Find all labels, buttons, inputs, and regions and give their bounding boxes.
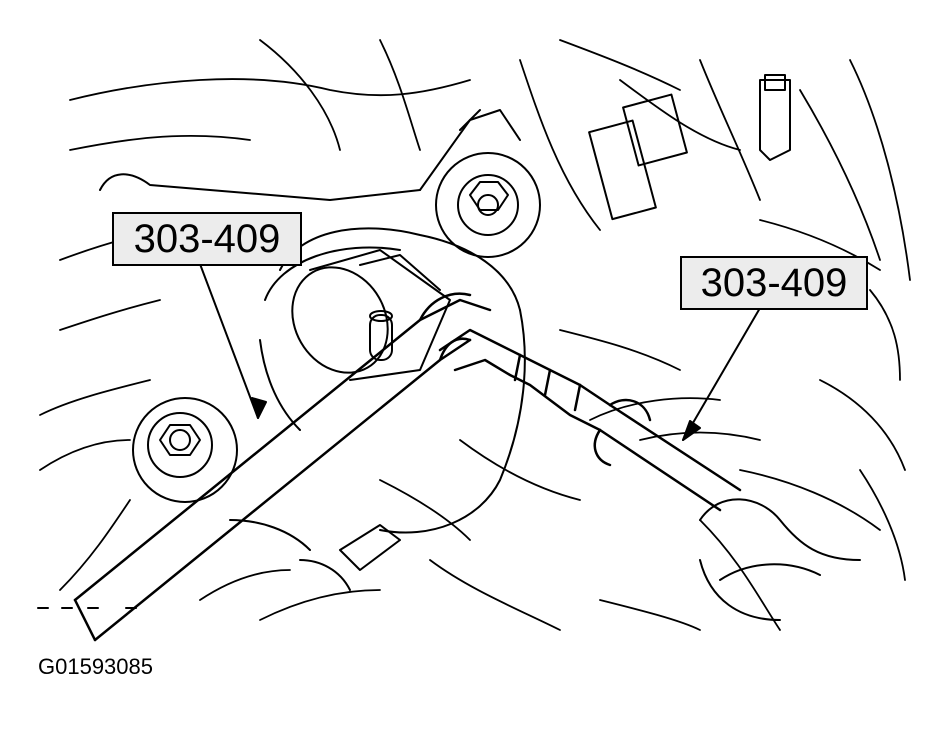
upper-bolt [435, 152, 541, 258]
callout-label-right: 303-409 [680, 256, 868, 310]
hand-grip [699, 498, 861, 621]
sensor-body [291, 249, 451, 381]
engine-background-contours [39, 39, 911, 631]
callout-leaders [199, 263, 761, 441]
callout-label-left: 303-409 [112, 212, 302, 266]
top-bracket [99, 74, 791, 221]
flat-wrench-tool [73, 292, 492, 642]
figure-id: G01593085 [38, 654, 153, 679]
lower-connector [229, 519, 401, 591]
socket-extension-tool [438, 328, 742, 512]
lower-bolt [132, 397, 238, 503]
